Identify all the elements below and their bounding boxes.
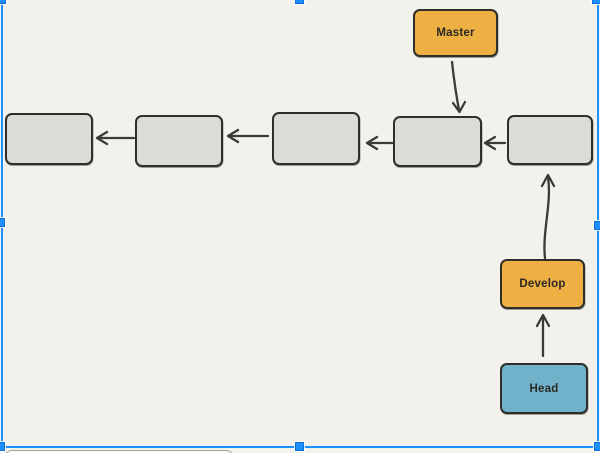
arrow-head-to-develop xyxy=(535,313,551,358)
commit-node-4 xyxy=(393,116,482,167)
arrow-commit5-to-commit4 xyxy=(483,135,507,151)
master-branch-label: Master xyxy=(436,27,475,39)
selection-handle-bottom-left[interactable] xyxy=(0,442,5,451)
selection-handle-top-right[interactable] xyxy=(592,0,600,4)
commit-node-2 xyxy=(135,115,223,167)
develop-branch-label: Develop xyxy=(519,278,566,290)
master-branch-node: Master xyxy=(413,9,498,57)
commit-node-5 xyxy=(507,115,593,165)
selection-handle-bottom-middle[interactable] xyxy=(295,442,304,451)
selection-handle-middle-left[interactable] xyxy=(0,218,5,227)
commit-node-3 xyxy=(272,112,360,165)
head-pointer-node: Head xyxy=(500,363,588,414)
arrow-develop-to-commit5 xyxy=(540,173,556,260)
selection-handle-top-left[interactable] xyxy=(0,0,6,4)
commit-node-1 xyxy=(5,113,93,165)
arrow-commit3-to-commit2 xyxy=(226,128,270,144)
develop-branch-node: Develop xyxy=(500,259,585,309)
arrow-commit2-to-commit1 xyxy=(95,130,136,146)
selection-handle-middle-right[interactable] xyxy=(594,221,600,230)
arrow-master-to-commit4 xyxy=(450,60,467,114)
head-pointer-label: Head xyxy=(529,382,559,395)
selection-handle-bottom-right[interactable] xyxy=(594,442,600,451)
selection-handle-top-middle[interactable] xyxy=(295,0,304,4)
